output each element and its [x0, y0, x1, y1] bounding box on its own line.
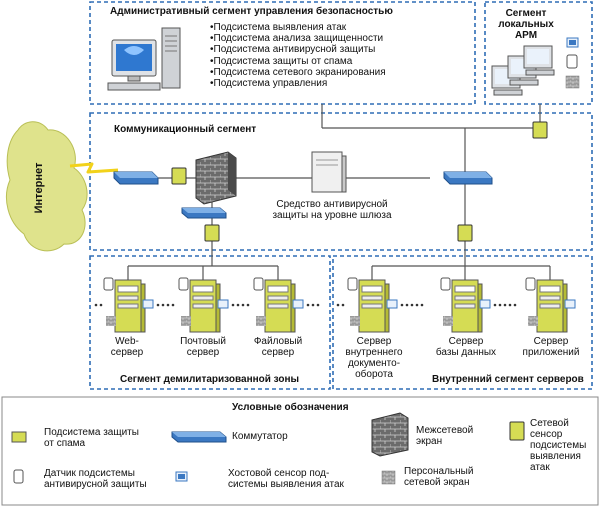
docflow-line1: Сервер	[356, 336, 392, 347]
gateway-av-line1: Средство антивирусной	[276, 199, 388, 210]
dmz-server-web-label: Web- сервер	[98, 336, 156, 358]
legend-title: Условные обозначения	[232, 402, 349, 413]
docflow-line4: оборота	[355, 369, 393, 380]
legend-switch-icon	[171, 431, 227, 443]
legend-spam-line2: от спама	[44, 438, 86, 449]
apps-line2: приложений	[522, 347, 580, 358]
legend-hs-line1: Хостовой сенсор под-	[228, 468, 330, 479]
dmz-server-web-line1: Web-	[115, 336, 139, 347]
legend-ns-line4: выявления	[530, 451, 581, 462]
internet-link	[69, 162, 119, 174]
legend-icons	[11, 412, 525, 485]
legend-ns-line5: атак	[530, 462, 550, 473]
legend-ns-line2: сенсор	[530, 429, 563, 440]
db-line2: базы данных	[435, 347, 497, 358]
admin-segment-title: Административный сегмент управления безо…	[110, 6, 393, 17]
legend-host-sensor-icon	[175, 471, 188, 482]
network-sensors	[171, 121, 548, 242]
internal-server-apps-label: Сервер приложений	[512, 336, 590, 358]
admin-item-management: Подсистема управления	[210, 78, 386, 89]
legend-av-sensor-label: Датчик подсистемы антивирусной защиты	[44, 468, 174, 490]
admin-item-vulnerability-analysis: Подсистема анализа защищенности	[210, 33, 386, 44]
gateway-antivirus-device	[311, 151, 347, 193]
workstations-title-line1: Сегмент	[505, 8, 547, 19]
dmz-server-file-label: Файловый сервер	[245, 336, 311, 358]
dmz-segment-title: Сегмент демилитаризованной зоны	[120, 374, 300, 385]
legend-host-sensor-label: Хостовой сенсор под- системы выявления а…	[228, 468, 368, 490]
docflow-line3: документо-	[347, 358, 401, 369]
legend-personal-fw-label: Персональный сетевой экран	[404, 466, 500, 488]
db-line1: Сервер	[448, 336, 484, 347]
internal-server-db-label: Сервер базы данных	[428, 336, 504, 358]
switch-right	[443, 171, 493, 185]
dmz-server-mail-line2: сервер	[186, 347, 220, 358]
admin-computer	[107, 27, 181, 91]
internal-server-docflow-label: Сервер внутреннего документо- оборота	[336, 336, 412, 380]
legend-firewall-label: Межсетевой экран	[416, 425, 496, 447]
legend-spam-icon	[11, 431, 27, 443]
legend-hs-line2: системы выявления атак	[228, 479, 344, 490]
switch-left	[113, 171, 159, 185]
legend-pfw-line1: Персональный	[404, 466, 474, 477]
switch-center	[181, 207, 227, 219]
gateway-antivirus-label: Средство антивирусной защиты на уровне ш…	[262, 199, 402, 221]
admin-item-attack-detection: Подсистема выявления атак	[210, 22, 386, 33]
legend-spam-label: Подсистема защиты от спама	[44, 427, 164, 449]
dmz-server-mail-line1: Почтовый	[180, 336, 226, 347]
legend-box	[1, 396, 599, 506]
dmz-server-file-line1: Файловый	[253, 336, 303, 347]
docflow-line2: внутреннего	[345, 347, 403, 358]
legend-ns-line3: подсистемы	[530, 440, 587, 451]
internet-cloud	[6, 121, 88, 252]
admin-item-antispam: Подсистема защиты от спама	[210, 56, 386, 67]
admin-item-antivirus: Подсистема антивирусной защиты	[210, 44, 386, 55]
legend-spam-line1: Подсистема защиты	[44, 427, 139, 438]
legend-ns-line1: Сетевой	[530, 418, 569, 429]
internet-label: Интернет	[33, 162, 45, 214]
host-sensors	[103, 277, 576, 326]
legend-av-line1: Датчик подсистемы	[44, 468, 135, 479]
workstations	[491, 37, 580, 96]
main-firewall	[195, 151, 237, 205]
legend-switch-label: Коммутатор	[232, 431, 288, 442]
legend-av-sensor-icon	[13, 469, 24, 484]
admin-subsystems-list: Подсистема выявления атак Подсистема ана…	[210, 22, 386, 89]
servers-dmz	[114, 279, 296, 333]
internal-segment-title: Внутренний сегмент серверов	[432, 374, 584, 385]
legend-personal-fw-icon	[381, 470, 396, 485]
workstations-title-line2: локальных АРМ	[498, 19, 554, 41]
dotted-connectors	[94, 303, 517, 307]
gateway-av-line2: защиты на уровне шлюза	[272, 210, 392, 221]
comm-segment-title: Коммуникационный сегмент	[114, 124, 257, 135]
dmz-server-web-line2: сервер	[110, 347, 144, 358]
legend-av-line2: антивирусной защиты	[44, 479, 147, 490]
legend-firewall-line2: экран	[416, 436, 443, 447]
legend-network-sensor-label: Сетевой сенсор подсистемы выявления атак	[530, 418, 596, 473]
legend-pfw-line2: сетевой экран	[404, 477, 470, 488]
apps-line1: Сервер	[533, 336, 569, 347]
legend-firewall-icon	[371, 412, 409, 457]
admin-item-firewalling: Подсистема сетевого экранирования	[210, 67, 386, 78]
dmz-server-mail-label: Почтовый сервер	[170, 336, 236, 358]
legend-firewall-line1: Межсетевой	[416, 425, 474, 436]
servers-internal	[358, 279, 568, 333]
workstations-segment-title: Сегмент локальных АРМ	[487, 8, 565, 41]
dmz-server-file-line2: сервер	[261, 347, 295, 358]
legend-network-sensor-icon	[509, 421, 525, 441]
